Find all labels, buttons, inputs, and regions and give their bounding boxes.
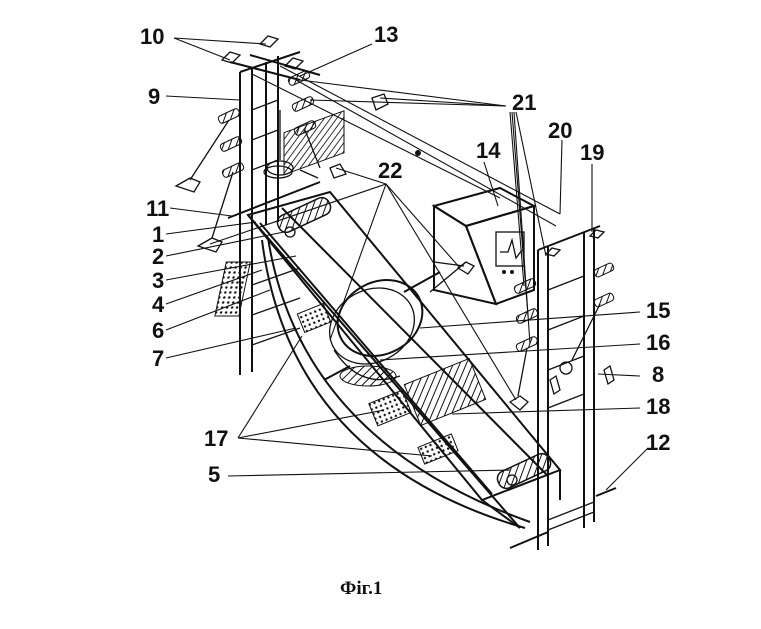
label-1: 1 [152, 222, 164, 247]
label-15: 15 [646, 298, 670, 323]
label-4: 4 [152, 292, 165, 317]
label-2: 2 [152, 244, 164, 269]
label-5: 5 [208, 462, 220, 487]
leader-lines [165, 37, 649, 491]
label-21: 21 [512, 90, 536, 115]
top-wires [251, 65, 561, 227]
reference-labels: 10 13 9 21 20 14 19 22 11 1 2 3 4 6 7 15… [140, 22, 670, 487]
label-19: 19 [580, 140, 604, 165]
figure-caption: Фіг.1 [340, 578, 382, 599]
label-22: 22 [378, 158, 402, 183]
label-11: 11 [146, 196, 169, 221]
left-rack [220, 35, 321, 375]
inclined-platform [214, 110, 562, 529]
label-20: 20 [548, 118, 572, 143]
label-12: 12 [646, 430, 670, 455]
label-14: 14 [476, 138, 501, 163]
rotating-dish [323, 271, 441, 387]
label-13: 13 [374, 22, 398, 47]
label-6: 6 [152, 318, 164, 343]
label-7: 7 [152, 346, 164, 371]
label-3: 3 [152, 268, 164, 293]
label-18: 18 [646, 394, 670, 419]
label-17: 17 [204, 426, 228, 451]
right-rack [456, 225, 617, 550]
label-16: 16 [646, 330, 670, 355]
label-8: 8 [652, 362, 664, 387]
label-10: 10 [140, 24, 164, 49]
label-9: 9 [148, 84, 160, 109]
